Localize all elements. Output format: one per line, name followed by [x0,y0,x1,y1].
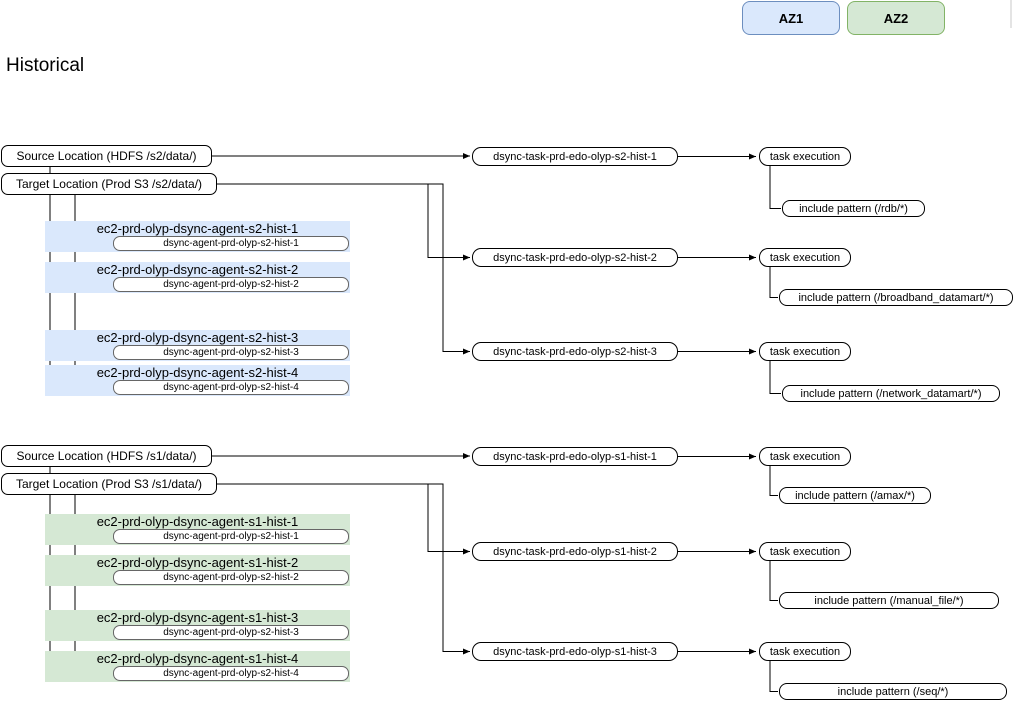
node-task-s1-hist-1: dsync-task-prd-edo-olyp-s1-hist-1 [472,447,678,466]
node-agent-s2-hist-1: ec2-prd-olyp-dsync-agent-s2-hist-1 dsync… [45,221,350,252]
node-include-pattern-s1-3: include pattern (/seq/*) [779,683,1007,700]
agent-name-label: ec2-prd-olyp-dsync-agent-s2-hist-1 [96,221,299,236]
agent-name-label: ec2-prd-olyp-dsync-agent-s1-hist-3 [96,610,299,625]
agent-name-label: ec2-prd-olyp-dsync-agent-s2-hist-3 [96,330,299,345]
agent-daemon-box: dsync-agent-prd-olyp-s2-hist-4 [113,380,349,395]
legend-az2: AZ2 [847,1,945,35]
agent-name-label: ec2-prd-olyp-dsync-agent-s2-hist-4 [96,365,299,380]
node-target-location-s1: Target Location (Prod S3 /s1/data/) [1,473,217,495]
agent-name-label: ec2-prd-olyp-dsync-agent-s2-hist-2 [96,262,299,277]
node-task-s1-hist-3: dsync-task-prd-edo-olyp-s1-hist-3 [472,642,678,661]
node-task-execution-s2-3: task execution [759,342,851,361]
agent-daemon-box: dsync-agent-prd-olyp-s2-hist-2 [113,277,349,292]
node-task-s2-hist-1: dsync-task-prd-edo-olyp-s2-hist-1 [472,147,678,166]
agent-daemon-box: dsync-agent-prd-olyp-s2-hist-1 [113,236,349,251]
node-agent-s1-hist-3: ec2-prd-olyp-dsync-agent-s1-hist-3 dsync… [45,610,350,641]
node-include-pattern-s1-2: include pattern (/manual_file/*) [779,592,999,609]
agent-daemon-box: dsync-agent-prd-olyp-s2-hist-4 [113,666,349,681]
node-agent-s1-hist-2: ec2-prd-olyp-dsync-agent-s1-hist-2 dsync… [45,555,350,586]
agent-daemon-box: dsync-agent-prd-olyp-s2-hist-3 [113,625,349,640]
legend-az2-label: AZ2 [883,10,909,26]
node-task-s2-hist-3: dsync-task-prd-edo-olyp-s2-hist-3 [472,342,678,361]
node-target-location-s2: Target Location (Prod S3 /s2/data/) [1,173,217,195]
node-include-pattern-s1-1: include pattern (/amax/*) [779,487,931,504]
agent-name-label: ec2-prd-olyp-dsync-agent-s1-hist-1 [96,514,299,529]
legend-az1-label: AZ1 [778,10,804,26]
node-include-pattern-s2-2: include pattern (/broadband_datamart/*) [779,289,1013,306]
node-task-s2-hist-2: dsync-task-prd-edo-olyp-s2-hist-2 [472,248,678,267]
node-source-location-s1: Source Location (HDFS /s1/data/) [1,445,212,467]
node-task-execution-s1-1: task execution [759,447,851,466]
node-include-pattern-s2-3: include pattern (/network_datamart/*) [782,385,1000,402]
legend-az1: AZ1 [742,1,840,35]
node-task-execution-s1-2: task execution [759,542,851,561]
node-agent-s2-hist-3: ec2-prd-olyp-dsync-agent-s2-hist-3 dsync… [45,330,350,361]
node-task-s1-hist-2: dsync-task-prd-edo-olyp-s1-hist-2 [472,542,678,561]
node-agent-s2-hist-4: ec2-prd-olyp-dsync-agent-s2-hist-4 dsync… [45,365,350,396]
diagram-title: Historical [6,55,85,76]
node-source-location-s2: Source Location (HDFS /s2/data/) [1,145,212,167]
agent-daemon-box: dsync-agent-prd-olyp-s2-hist-1 [113,529,349,544]
agent-daemon-box: dsync-agent-prd-olyp-s2-hist-2 [113,570,349,585]
agent-name-label: ec2-prd-olyp-dsync-agent-s1-hist-4 [96,651,299,666]
node-include-pattern-s2-1: include pattern (/rdb/*) [782,200,925,217]
node-agent-s2-hist-2: ec2-prd-olyp-dsync-agent-s2-hist-2 dsync… [45,262,350,293]
node-agent-s1-hist-4: ec2-prd-olyp-dsync-agent-s1-hist-4 dsync… [45,651,350,682]
agent-name-label: ec2-prd-olyp-dsync-agent-s1-hist-2 [96,555,299,570]
agent-daemon-box: dsync-agent-prd-olyp-s2-hist-3 [113,345,349,360]
node-task-execution-s2-1: task execution [759,147,851,166]
node-task-execution-s1-3: task execution [759,642,851,661]
node-agent-s1-hist-1: ec2-prd-olyp-dsync-agent-s1-hist-1 dsync… [45,514,350,545]
node-task-execution-s2-2: task execution [759,248,851,267]
